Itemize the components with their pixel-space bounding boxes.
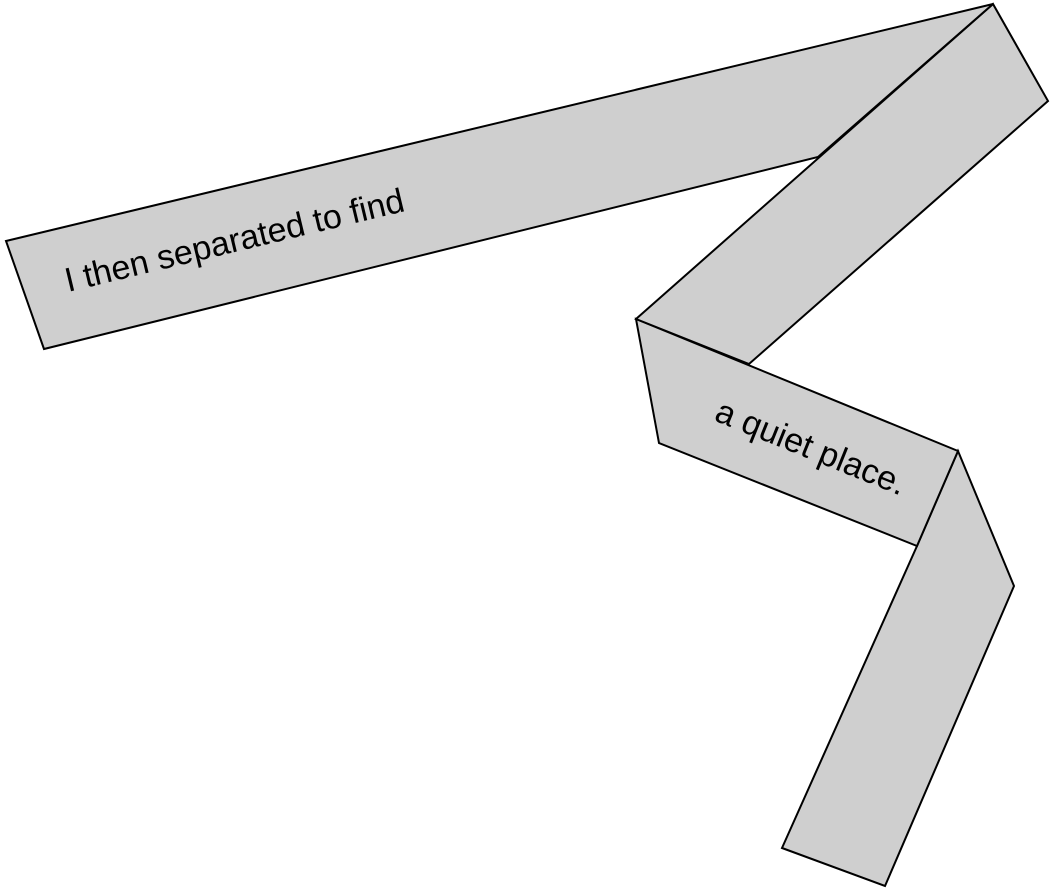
ribbon-segment-3 [634,317,960,548]
ribbon-segment-1 [4,3,994,351]
